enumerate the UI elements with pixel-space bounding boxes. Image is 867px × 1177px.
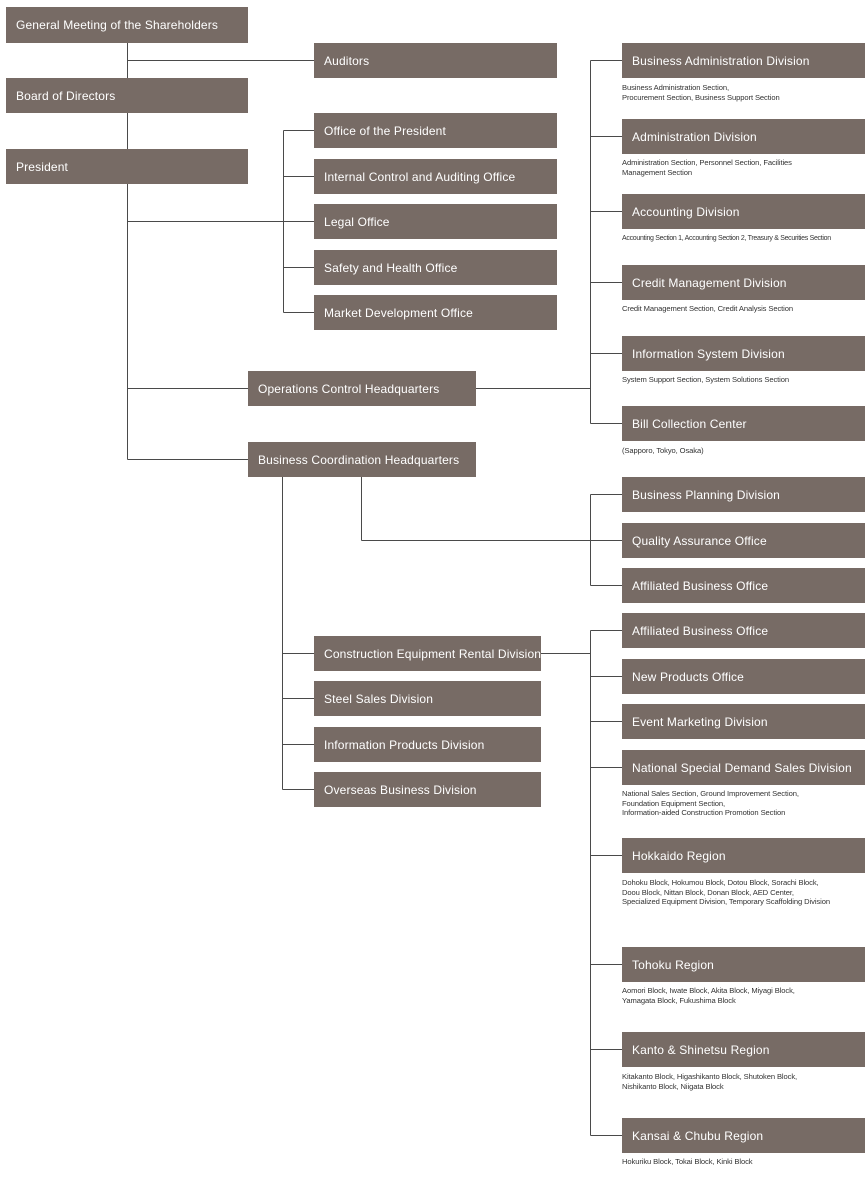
section-line: Business Administration Section, xyxy=(622,83,729,92)
rental-unit-box: Tohoku Region xyxy=(622,947,865,982)
office-box: Internal Control and Auditing Office xyxy=(314,159,557,194)
division-box: Information Products Division xyxy=(314,727,541,762)
section-line: Aomori Block, Iwate Block, Akita Block, … xyxy=(622,986,795,995)
rental-unit-sections: National Sales Section, Ground Improveme… xyxy=(622,789,867,818)
rental-unit-box: Event Marketing Division xyxy=(622,704,865,739)
operations-unit-sections: System Support Section, System Solutions… xyxy=(622,375,867,385)
office-box: Legal Office xyxy=(314,204,557,239)
coordination-unit-box: Quality Assurance Office xyxy=(622,523,865,558)
division-box: Steel Sales Division xyxy=(314,681,541,716)
section-line: Management Section xyxy=(622,167,692,177)
operations-unit-sections: Accounting Section 1, Accounting Section… xyxy=(622,234,867,244)
section-line: Accounting Section 1, Accounting Section… xyxy=(622,235,831,242)
operations-unit-box: Information System Division xyxy=(622,336,865,371)
operations-unit-sections: Administration Section, Personnel Sectio… xyxy=(622,158,867,177)
business-hq-box: Business Coordination Headquarters xyxy=(248,442,476,477)
section-line: Foundation Equipment Section, xyxy=(622,798,726,808)
office-box: Office of the President xyxy=(314,113,557,148)
section-line: Credit Management Section, Credit Analys… xyxy=(622,304,794,313)
section-line: Doou Block, Nittan Block, Donan Block, A… xyxy=(622,887,794,897)
board-box: Board of Directors xyxy=(6,78,248,113)
rental-unit-box: New Products Office xyxy=(622,659,865,694)
president-box: President xyxy=(6,149,248,184)
section-line: Kitakanto Block, Higashikanto Block, Shu… xyxy=(622,1072,798,1081)
operations-unit-box: Credit Management Division xyxy=(622,265,865,300)
section-line: National Sales Section, Ground Improveme… xyxy=(622,789,799,798)
section-line: Hokuriku Block, Tokai Block, Kinki Block xyxy=(622,1157,753,1166)
operations-hq-box: Operations Control Headquarters xyxy=(248,371,476,406)
operations-unit-sections: (Sapporo, Tokyo, Osaka) xyxy=(622,446,867,456)
section-line: Procurement Section, Business Support Se… xyxy=(622,92,780,102)
office-box: Market Development Office xyxy=(314,295,557,330)
shareholders-box: General Meeting of the Shareholders xyxy=(6,7,248,43)
rental-unit-sections: Kitakanto Block, Higashikanto Block, Shu… xyxy=(622,1072,867,1091)
rental-unit-box: Kanto & Shinetsu Region xyxy=(622,1032,865,1067)
section-line: Nishikanto Block, Niigata Block xyxy=(622,1081,724,1091)
section-line: System Support Section, System Solutions… xyxy=(622,375,789,384)
rental-unit-box: National Special Demand Sales Division xyxy=(622,750,865,785)
rental-unit-sections: Aomori Block, Iwate Block, Akita Block, … xyxy=(622,986,867,1005)
operations-unit-box: Accounting Division xyxy=(622,194,865,229)
operations-unit-box: Business Administration Division xyxy=(622,43,865,78)
operations-unit-box: Administration Division xyxy=(622,119,865,154)
auditors-box: Auditors xyxy=(314,43,557,78)
division-box: Overseas Business Division xyxy=(314,772,541,807)
rental-unit-box: Affiliated Business Office xyxy=(622,613,865,648)
section-line: Yamagata Block, Fukushima Block xyxy=(622,995,736,1005)
operations-unit-sections: Credit Management Section, Credit Analys… xyxy=(622,304,867,314)
division-box: Construction Equipment Rental Division xyxy=(314,636,541,671)
rental-unit-sections: Dohoku Block, Hokumou Block, Dotou Block… xyxy=(622,878,867,907)
section-line: Specialized Equipment Division, Temporar… xyxy=(622,897,830,907)
section-line: Information-aided Construction Promotion… xyxy=(622,808,786,818)
rental-unit-sections: Hokuriku Block, Tokai Block, Kinki Block xyxy=(622,1157,867,1167)
section-line: Administration Section, Personnel Sectio… xyxy=(622,158,792,167)
office-box: Safety and Health Office xyxy=(314,250,557,285)
coordination-unit-box: Affiliated Business Office xyxy=(622,568,865,603)
operations-unit-sections: Business Administration Section, Procure… xyxy=(622,83,867,102)
rental-unit-box: Hokkaido Region xyxy=(622,838,865,873)
section-line: Dohoku Block, Hokumou Block, Dotou Block… xyxy=(622,878,819,887)
section-line: (Sapporo, Tokyo, Osaka) xyxy=(622,446,704,455)
operations-unit-box: Bill Collection Center xyxy=(622,406,865,441)
rental-unit-box: Kansai & Chubu Region xyxy=(622,1118,865,1153)
coordination-unit-box: Business Planning Division xyxy=(622,477,865,512)
